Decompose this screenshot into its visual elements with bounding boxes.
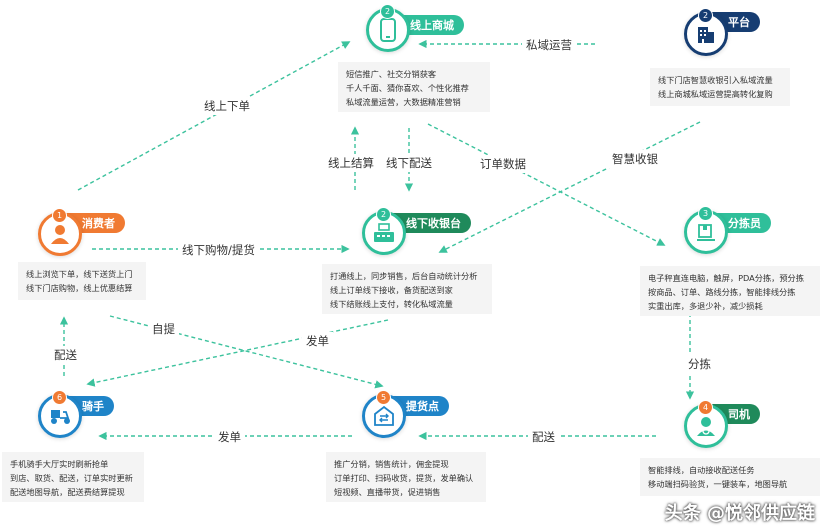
- node-number-platform: 2: [698, 8, 713, 23]
- node-desc-sorter: 电子秤直连电脑，触屏，PDA分拣，预分拣 按商品、订单、路线分拣，智能排线分拣 …: [640, 266, 820, 316]
- edge-label-delivery-2: 配送: [528, 428, 559, 446]
- node-desc-online-mall: 短信推广、社交分销获客 千人千面、猜你喜欢、个性化推荐 私域流量运营，大数据精准…: [338, 62, 490, 112]
- edge-selfpickup-to-pickup: [109, 315, 384, 389]
- edge-platform-to-pos: [438, 121, 701, 253]
- edge-pos-to-rider: [86, 319, 389, 387]
- node-number-consumer: 1: [52, 208, 67, 223]
- node-number-driver: 4: [698, 400, 713, 415]
- edge-label-self-pickup: 自提: [148, 320, 179, 338]
- node-desc-platform: 线下门店智慧收银引入私域流量 线上商城私域运营提高转化复购: [650, 68, 790, 106]
- node-desc-rider: 手机骑手大厅实时刷新抢单 到店、取货、配送，订单实时更新 配送地图导航，配送费结…: [2, 452, 144, 502]
- node-desc-driver: 智能排线，自动接收配送任务 移动端扫码验货，一键装车，地图导航: [640, 458, 820, 496]
- edge-label-online-settle: 线上结算: [324, 154, 378, 172]
- node-title-offline-pos: 线下收银台: [384, 213, 471, 233]
- edge-label-smart-cashier: 智慧收银: [608, 150, 662, 168]
- building-icon: [684, 12, 728, 56]
- node-number-online-mall: 2: [380, 4, 395, 19]
- node-number-offline-pos: 2: [376, 207, 391, 222]
- edge-label-delivery-1: 配送: [50, 346, 81, 364]
- edge-label-dispatch-2: 发单: [214, 428, 245, 446]
- edge-label-private-ops: 私域运营: [522, 36, 576, 54]
- edge-label-offline-purchase: 线下购物/提货: [178, 241, 259, 259]
- edge-label-sorting: 分拣: [684, 355, 715, 373]
- node-number-sorter: 3: [698, 206, 713, 221]
- edge-label-online-order: 线上下单: [200, 97, 254, 115]
- edge-label-offline-delivery: 线下配送: [382, 154, 436, 172]
- node-desc-consumer: 线上浏览下单，线下送货上门 线下门店购物，线上优惠结算: [18, 262, 146, 300]
- node-number-pickup: 5: [376, 390, 391, 405]
- node-number-rider: 6: [52, 390, 67, 405]
- node-desc-pickup: 推广分销，销售统计，佣金提现 订单打印、扫码收货，提货，发单确认 短视频、直播带…: [326, 452, 486, 502]
- edge-label-dispatch-1: 发单: [302, 332, 333, 350]
- edge-consumer-to-mall: [77, 41, 351, 191]
- edge-mall-to-sorter: [427, 123, 666, 246]
- watermark: 头条 @悦邻供应链: [664, 503, 815, 524]
- node-desc-offline-pos: 打通线上，同步销售，后台自动统计分析 线上订单线下接收，备货配送到家 线下结账线…: [322, 264, 492, 314]
- edge-label-order-data: 订单数据: [476, 155, 530, 173]
